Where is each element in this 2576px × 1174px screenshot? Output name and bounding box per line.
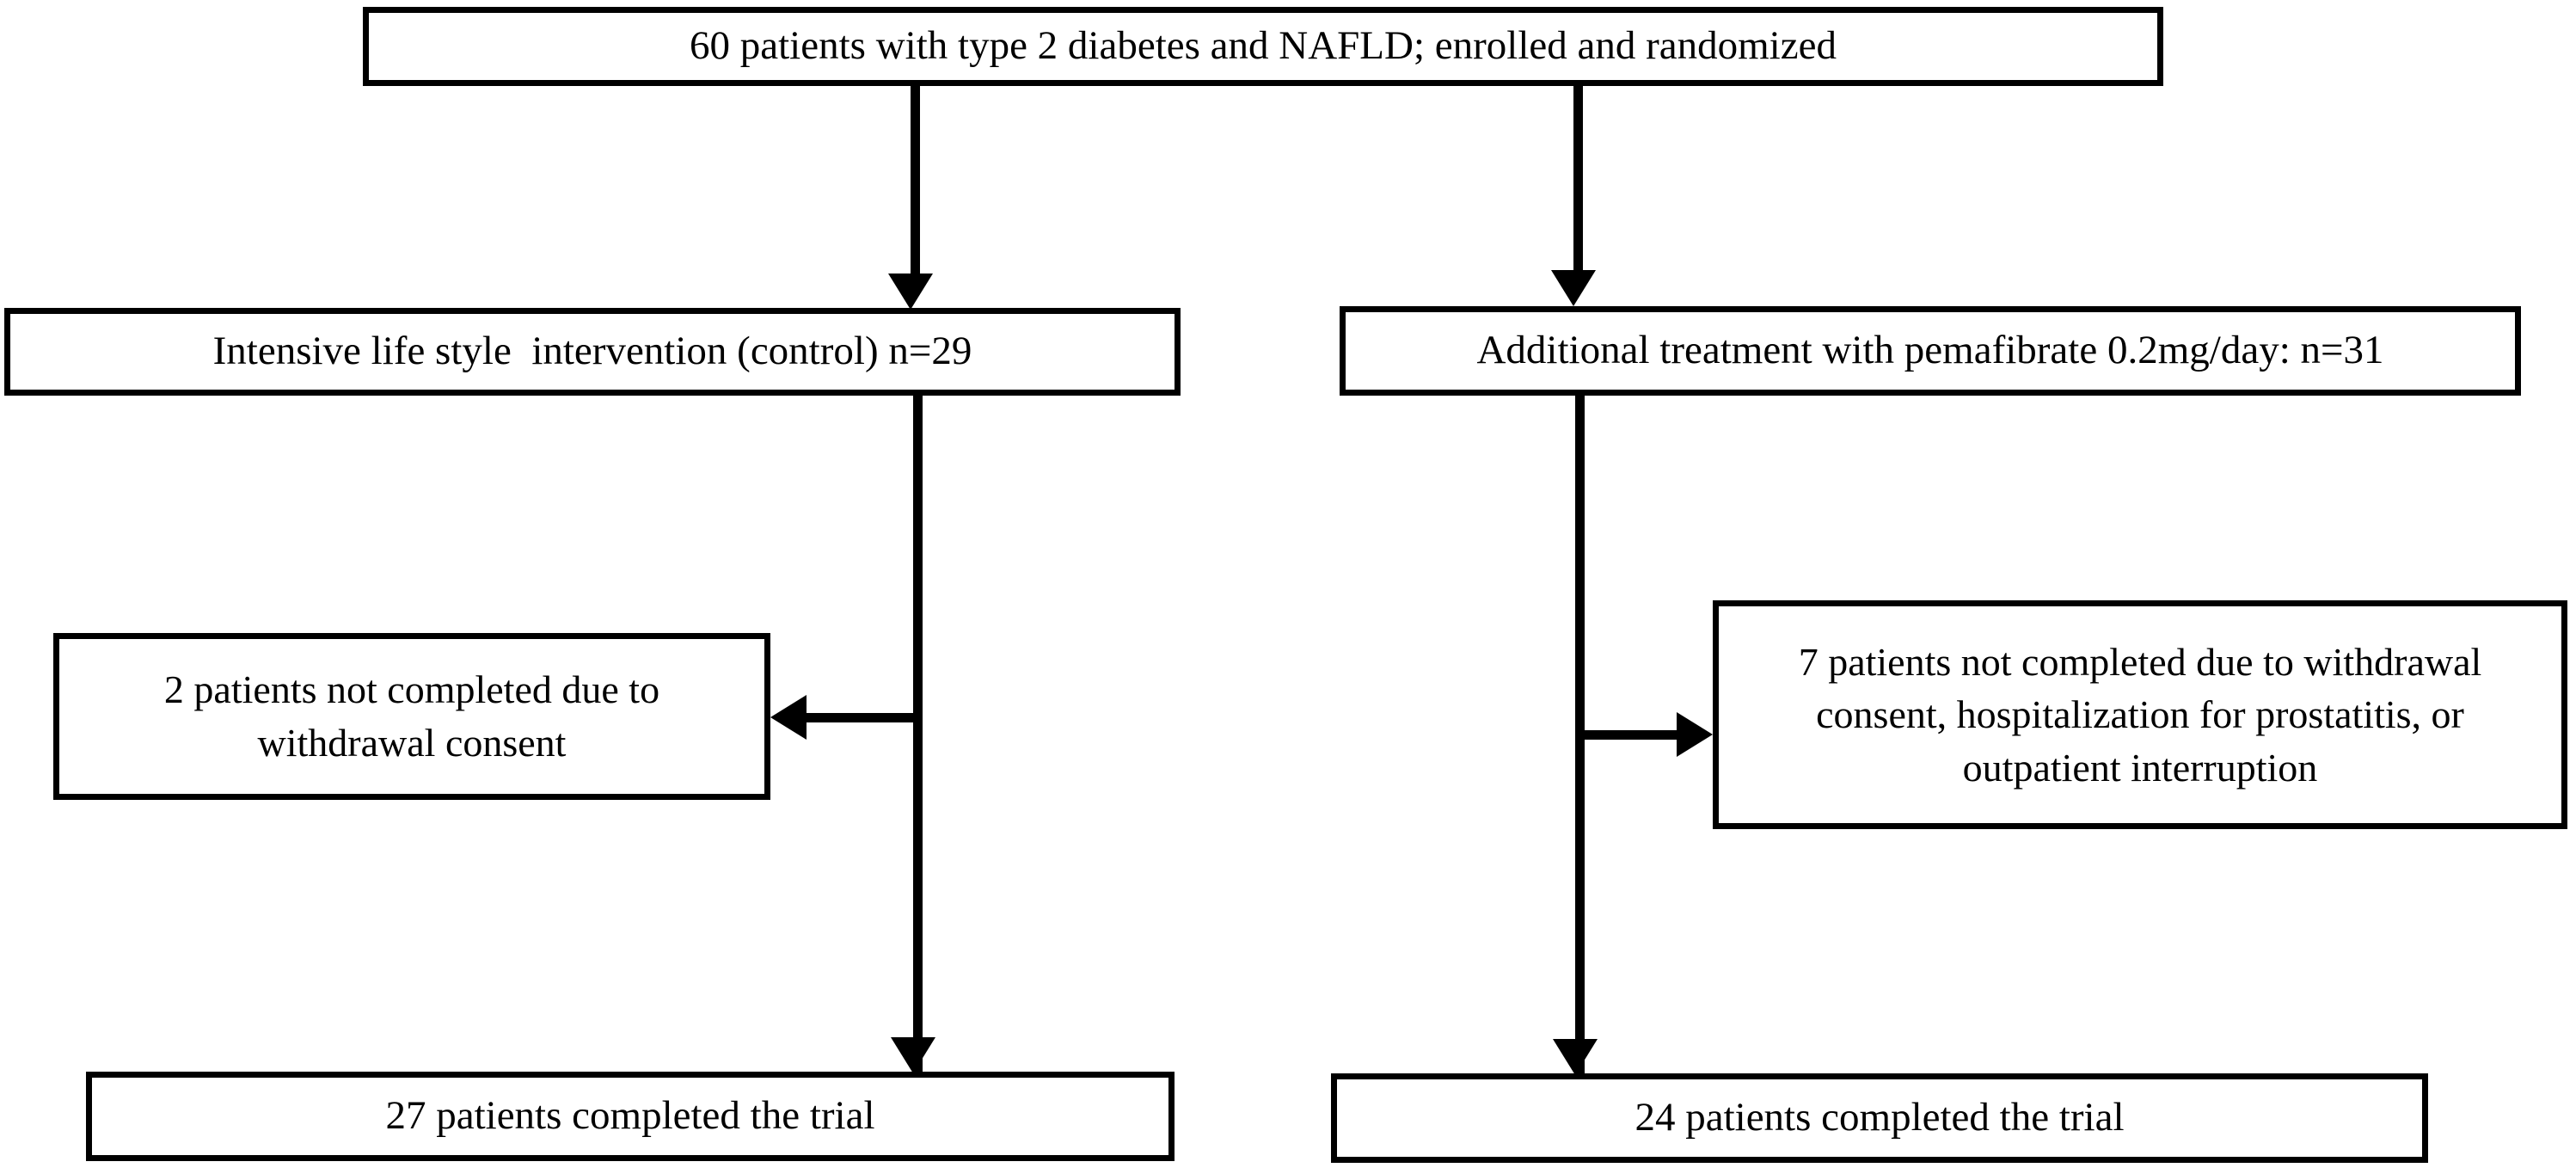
node-treatment-exclusion-label: 7 patients not completed due to withdraw… <box>1798 639 2492 790</box>
node-control-completed-label: 27 patients completed the trial <box>385 1093 875 1139</box>
connector-treatment-to-exclusion-line <box>1580 730 1682 740</box>
node-enrollment: 60 patients with type 2 diabetes and NAF… <box>363 7 2163 86</box>
connector-enrollment-to-treatment-line <box>1573 84 1583 277</box>
arrow-down-icon-enrollment-to-treatment <box>1551 270 1596 306</box>
node-control-exclusion: 2 patients not completed due to withdraw… <box>53 633 770 800</box>
node-control-exclusion-label: 2 patients not completed due to withdraw… <box>163 667 670 765</box>
node-treatment-arm-label: Additional treatment with pemafibrate 0.… <box>1476 328 2384 373</box>
node-treatment-completed: 24 patients completed the trial <box>1331 1073 2428 1163</box>
arrow-right-icon-treatment-to-exclusion <box>1677 712 1713 757</box>
node-control-arm: Intensive life style intervention (contr… <box>4 308 1181 396</box>
connector-control-to-exclusion-line <box>800 713 918 722</box>
node-treatment-exclusion: 7 patients not completed due to withdraw… <box>1713 600 2567 829</box>
arrow-left-icon-control-to-exclusion <box>770 695 807 740</box>
connector-treatment-to-completed-line <box>1575 394 1585 1085</box>
connector-control-to-completed-line <box>913 396 923 1084</box>
node-enrollment-label: 60 patients with type 2 diabetes and NAF… <box>690 23 1837 69</box>
arrow-down-icon-control-to-completed <box>891 1037 935 1073</box>
connector-enrollment-to-control-line <box>911 84 920 280</box>
node-control-arm-label: Intensive life style intervention (contr… <box>212 329 972 374</box>
arrow-down-icon-treatment-to-completed <box>1553 1039 1598 1075</box>
node-control-completed: 27 patients completed the trial <box>86 1072 1175 1161</box>
node-treatment-arm: Additional treatment with pemafibrate 0.… <box>1340 306 2521 396</box>
arrow-down-icon-enrollment-to-control <box>888 274 933 310</box>
node-treatment-completed-label: 24 patients completed the trial <box>1635 1095 2125 1140</box>
